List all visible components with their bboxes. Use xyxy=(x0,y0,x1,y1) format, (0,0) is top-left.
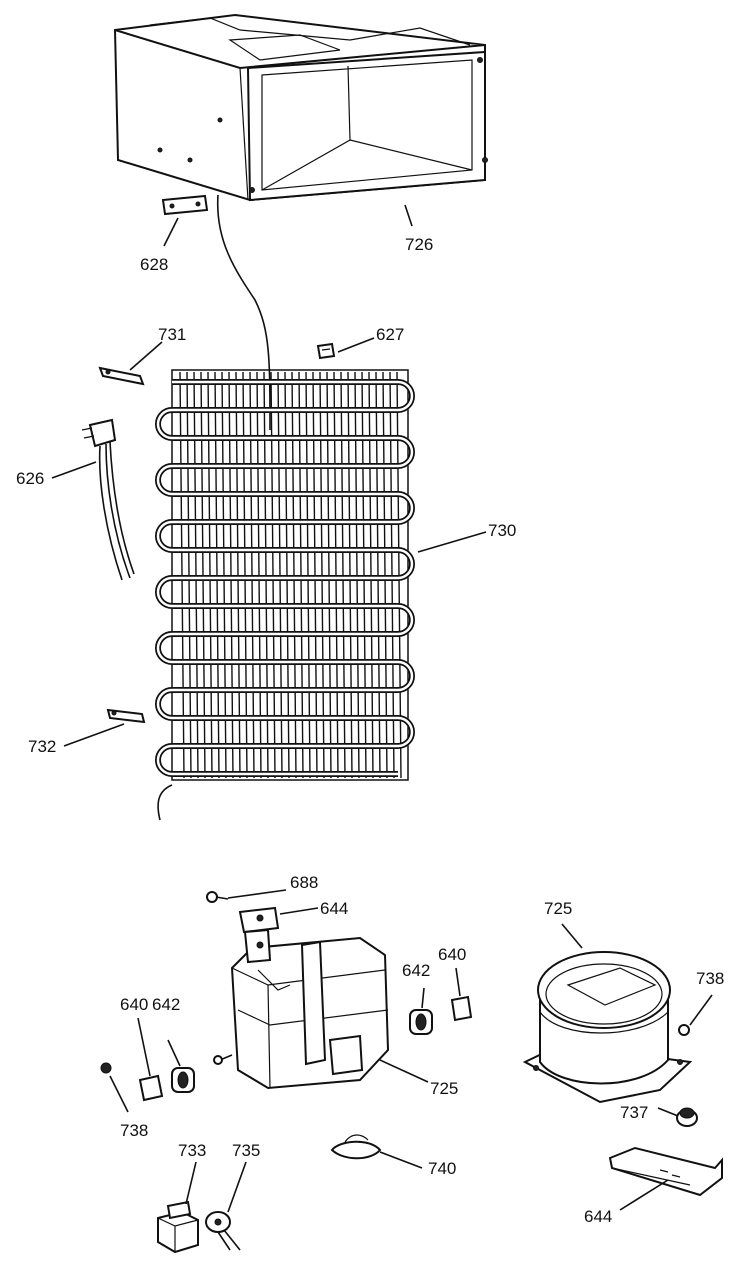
part-738-washer-left xyxy=(100,1062,112,1074)
part-738-washer-right xyxy=(678,1024,690,1036)
part-640-sleeve-left xyxy=(138,1074,164,1102)
part-725-compressor-alt xyxy=(522,951,693,1104)
label-732: 732 xyxy=(28,737,56,756)
label-627: 627 xyxy=(376,325,404,344)
label-688: 688 xyxy=(290,873,318,892)
label-640-left: 640 xyxy=(120,995,148,1014)
label-726: 726 xyxy=(405,235,433,254)
part-733-relay xyxy=(157,1200,199,1254)
leader-725-mid xyxy=(379,1059,429,1083)
label-644-top: 644 xyxy=(320,899,348,918)
part-731-clip xyxy=(98,366,145,386)
label-640-right: 640 xyxy=(438,945,466,964)
part-627-clip xyxy=(316,342,336,360)
label-733: 733 xyxy=(178,1141,206,1160)
label-642-right: 642 xyxy=(402,961,430,980)
leader-732 xyxy=(63,723,125,747)
label-725-top: 725 xyxy=(544,899,572,918)
leader-642-right xyxy=(421,987,425,1009)
part-725-compressor-main xyxy=(213,928,390,1090)
part-642-grommet-right xyxy=(409,1009,433,1035)
part-735-overload xyxy=(205,1211,241,1251)
leader-735 xyxy=(227,1161,247,1213)
leader-644-bottom xyxy=(619,1179,669,1211)
label-626: 626 xyxy=(16,469,44,488)
leader-737 xyxy=(657,1107,679,1117)
label-740: 740 xyxy=(428,1159,456,1178)
part-688-screw xyxy=(206,891,229,903)
leader-627 xyxy=(337,337,375,353)
capillary-tube xyxy=(216,194,271,431)
part-644-mount-bracket-bottom xyxy=(608,1146,723,1197)
leader-642-left xyxy=(167,1039,181,1067)
label-644-bottom: 644 xyxy=(584,1207,612,1226)
label-738-left: 738 xyxy=(120,1121,148,1140)
leader-730 xyxy=(417,531,487,553)
label-725-mid: 725 xyxy=(430,1079,458,1098)
leader-731 xyxy=(129,341,163,371)
part-740-clip xyxy=(330,1134,382,1160)
label-737: 737 xyxy=(620,1103,648,1122)
leader-733 xyxy=(185,1161,197,1205)
leader-644-top xyxy=(279,907,319,915)
part-626-power-cord xyxy=(81,418,135,581)
leader-738-right xyxy=(689,994,713,1026)
part-726-evaporator-housing xyxy=(113,13,488,202)
label-731: 731 xyxy=(158,325,186,344)
part-732-clip xyxy=(106,708,146,724)
leader-738-left xyxy=(109,1075,129,1113)
part-730-condenser-coil xyxy=(155,369,415,821)
leader-688 xyxy=(227,889,287,899)
part-628-bracket xyxy=(161,194,209,216)
part-labels: 726 628 731 627 626 730 732 688 644 725 … xyxy=(16,235,724,1226)
leader-628 xyxy=(163,217,179,247)
label-738-right: 738 xyxy=(696,969,724,988)
part-737-grommet xyxy=(676,1107,698,1127)
label-642-left: 642 xyxy=(152,995,180,1014)
leader-640-right xyxy=(455,967,461,997)
leader-lines xyxy=(51,204,713,1213)
leader-726 xyxy=(404,204,413,227)
label-628: 628 xyxy=(140,255,168,274)
label-735: 735 xyxy=(232,1141,260,1160)
part-644-mount-bracket-top xyxy=(238,906,280,934)
label-730: 730 xyxy=(488,521,516,540)
leader-640-left xyxy=(137,1017,151,1077)
part-640-sleeve-right xyxy=(450,995,473,1022)
leader-740 xyxy=(379,1151,423,1169)
leader-626 xyxy=(51,461,97,479)
part-642-grommet-left xyxy=(171,1067,195,1093)
leader-725-top xyxy=(561,923,583,949)
